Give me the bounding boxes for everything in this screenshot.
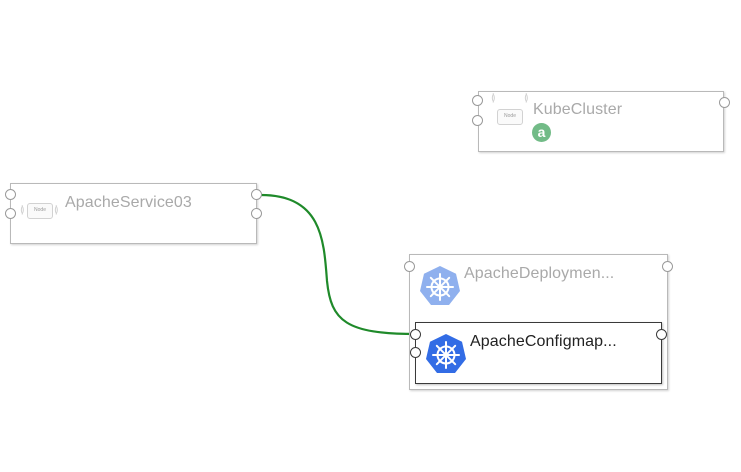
node-label: ApacheConfigmap... — [470, 333, 617, 350]
node-label: ApacheService03 — [65, 194, 192, 211]
node-label: ApacheDeploymen... — [464, 265, 615, 282]
node-chip-label: Node — [504, 113, 516, 119]
node-chip-label: Node — [34, 207, 46, 213]
apache-service-node[interactable]: ≬ Node ≬ ApacheService03 — [5, 183, 262, 244]
chip-right-wing: ≬ — [524, 93, 529, 104]
output-port[interactable] — [251, 208, 262, 219]
chip-left-wing: ≬ — [20, 205, 25, 216]
node-label: KubeCluster — [533, 101, 623, 118]
kubernetes-icon — [426, 334, 466, 373]
chip-left-wing: ≬ — [491, 93, 496, 104]
output-port[interactable] — [662, 261, 673, 272]
connection-wire[interactable] — [260, 193, 417, 336]
apache-configmap-node[interactable]: ApacheConfigmap... — [410, 322, 667, 384]
letter-a-badge-icon: a — [532, 123, 551, 142]
output-port[interactable] — [251, 189, 262, 200]
input-port[interactable] — [472, 95, 483, 106]
badge-letter: a — [537, 124, 546, 140]
input-port[interactable] — [5, 189, 16, 200]
input-port[interactable] — [472, 115, 483, 126]
output-port[interactable] — [719, 97, 730, 108]
apache-deployment-node[interactable]: ApacheDeploymen... ApacheConfigmap... — [404, 254, 673, 390]
output-port[interactable] — [656, 329, 667, 340]
kubernetes-icon — [420, 266, 460, 305]
chip-right-wing: ≬ — [54, 205, 59, 216]
node-type-chip: Node — [27, 203, 53, 219]
input-port[interactable] — [5, 208, 16, 219]
input-port[interactable] — [404, 261, 415, 272]
input-port[interactable] — [410, 329, 421, 340]
input-port[interactable] — [410, 347, 421, 358]
kube-cluster-node[interactable]: ≬ Node ≬ KubeCluster a — [472, 91, 730, 152]
node-type-chip: Node — [497, 109, 523, 125]
